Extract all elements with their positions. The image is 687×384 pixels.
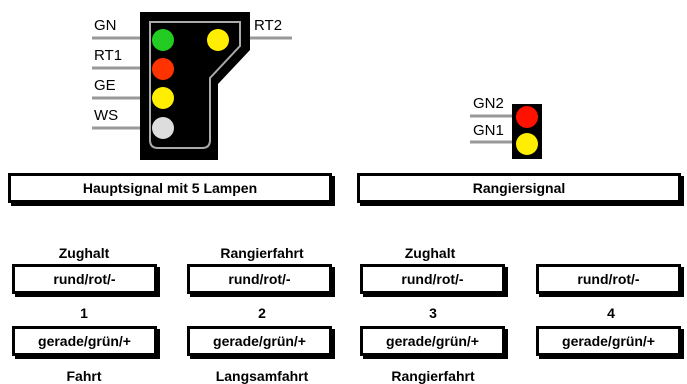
lamp-gn [152,29,174,51]
column-3-top-button[interactable]: rund/rot/- [360,264,505,294]
shunt-signal [470,104,542,159]
pin-label-rt1: RT1 [94,47,123,64]
pin-label-gn1: GN1 [473,122,504,139]
lamp-ge [152,87,174,109]
pin-label-ge: GE [94,77,116,94]
column-1-bottom-label: Fahrt [66,368,102,384]
main-signal-caption: Hauptsignal mit 5 Lampen [8,173,332,203]
lamp-gn2 [516,106,538,128]
main-signal [92,12,292,160]
column-1-number: 1 [80,305,88,321]
pin-label-gn: GN [94,17,117,34]
lamp-rt1 [152,58,174,80]
column-3-bottom-label: Rangierfahrt [391,368,475,384]
column-2-number: 2 [258,305,266,321]
column-3-bottom-button[interactable]: gerade/grün/+ [360,326,505,356]
pin-label-rt2: RT2 [254,17,283,34]
column-1-top-label: Zughalt [58,245,110,261]
column-2-top-label: Rangierfahrt [220,245,304,261]
lamp-ws [152,117,174,139]
pin-label-gn2: GN2 [473,95,504,112]
pin-label-ws: WS [94,107,119,124]
column-1-bottom-button[interactable]: gerade/grün/+ [12,326,157,356]
column-4-number: 4 [607,305,615,321]
column-3-top-label: Zughalt [404,245,456,261]
shunt-signal-caption: Rangiersignal [357,173,681,203]
column-2-bottom-label: Langsamfahrt [215,368,309,384]
lamp-rt2 [207,29,229,51]
lamp-gn1 [516,133,538,155]
column-3-number: 3 [429,305,437,321]
column-1-top-button[interactable]: rund/rot/- [12,264,157,294]
column-4-top-button[interactable]: rund/rot/- [536,264,681,294]
column-2-top-button[interactable]: rund/rot/- [187,264,332,294]
column-4-bottom-button[interactable]: gerade/grün/+ [536,326,681,356]
column-2-bottom-button[interactable]: gerade/grün/+ [187,326,332,356]
